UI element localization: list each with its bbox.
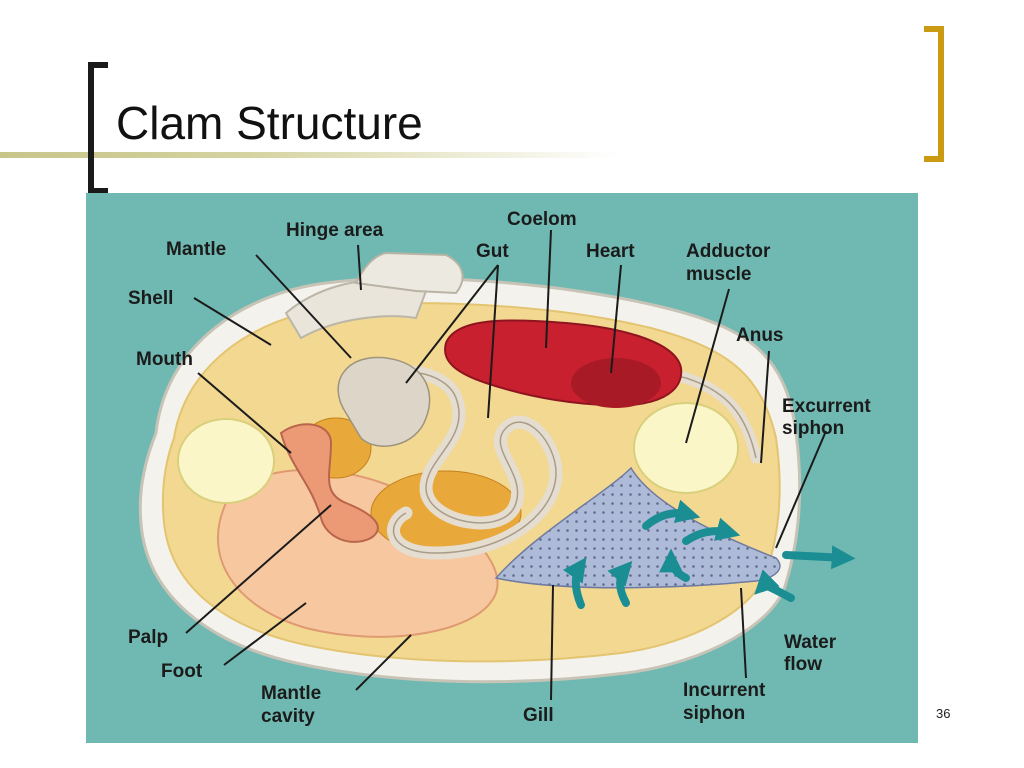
label-mantle-cavity-line2: cavity (261, 706, 315, 727)
water-flow-arrows (562, 499, 856, 609)
label-mantle: Mantle (166, 239, 226, 260)
label-anus: Anus (736, 325, 784, 346)
label-excurrent-line1: Excurrent (782, 396, 871, 417)
label-gill: Gill (523, 705, 554, 726)
label-gut: Gut (476, 241, 509, 262)
label-hinge-area: Hinge area (286, 220, 384, 241)
page-number: 36 (936, 706, 951, 721)
label-coelom: Coelom (507, 209, 577, 230)
leader-lines (185, 229, 827, 701)
label-excurrent-line2: siphon (782, 418, 844, 439)
label-incurrent-line1: Incurrent (683, 680, 766, 701)
clam-diagram: Hinge area Mantle Shell Mouth Coelom Gut… (86, 193, 918, 743)
label-water-line1: Water (784, 632, 837, 653)
title-underline (0, 152, 620, 158)
label-heart: Heart (586, 241, 635, 262)
label-adductor-line1: Adductor (686, 241, 771, 262)
label-mantle-cavity-line1: Mantle (261, 683, 321, 704)
label-adductor-line2: muscle (686, 264, 751, 285)
adductor-muscle-illustration (177, 402, 739, 504)
left-bracket-decoration (88, 62, 108, 194)
label-palp: Palp (128, 627, 168, 648)
label-shell: Shell (128, 288, 173, 309)
label-foot: Foot (161, 661, 203, 682)
label-water-line2: flow (784, 654, 822, 675)
label-mouth: Mouth (136, 349, 193, 370)
palp-illustration (279, 423, 379, 543)
right-bracket-decoration (924, 26, 944, 162)
label-incurrent-line2: siphon (683, 703, 745, 724)
heart-illustration (444, 319, 683, 408)
slide-title: Clam Structure (116, 97, 423, 149)
